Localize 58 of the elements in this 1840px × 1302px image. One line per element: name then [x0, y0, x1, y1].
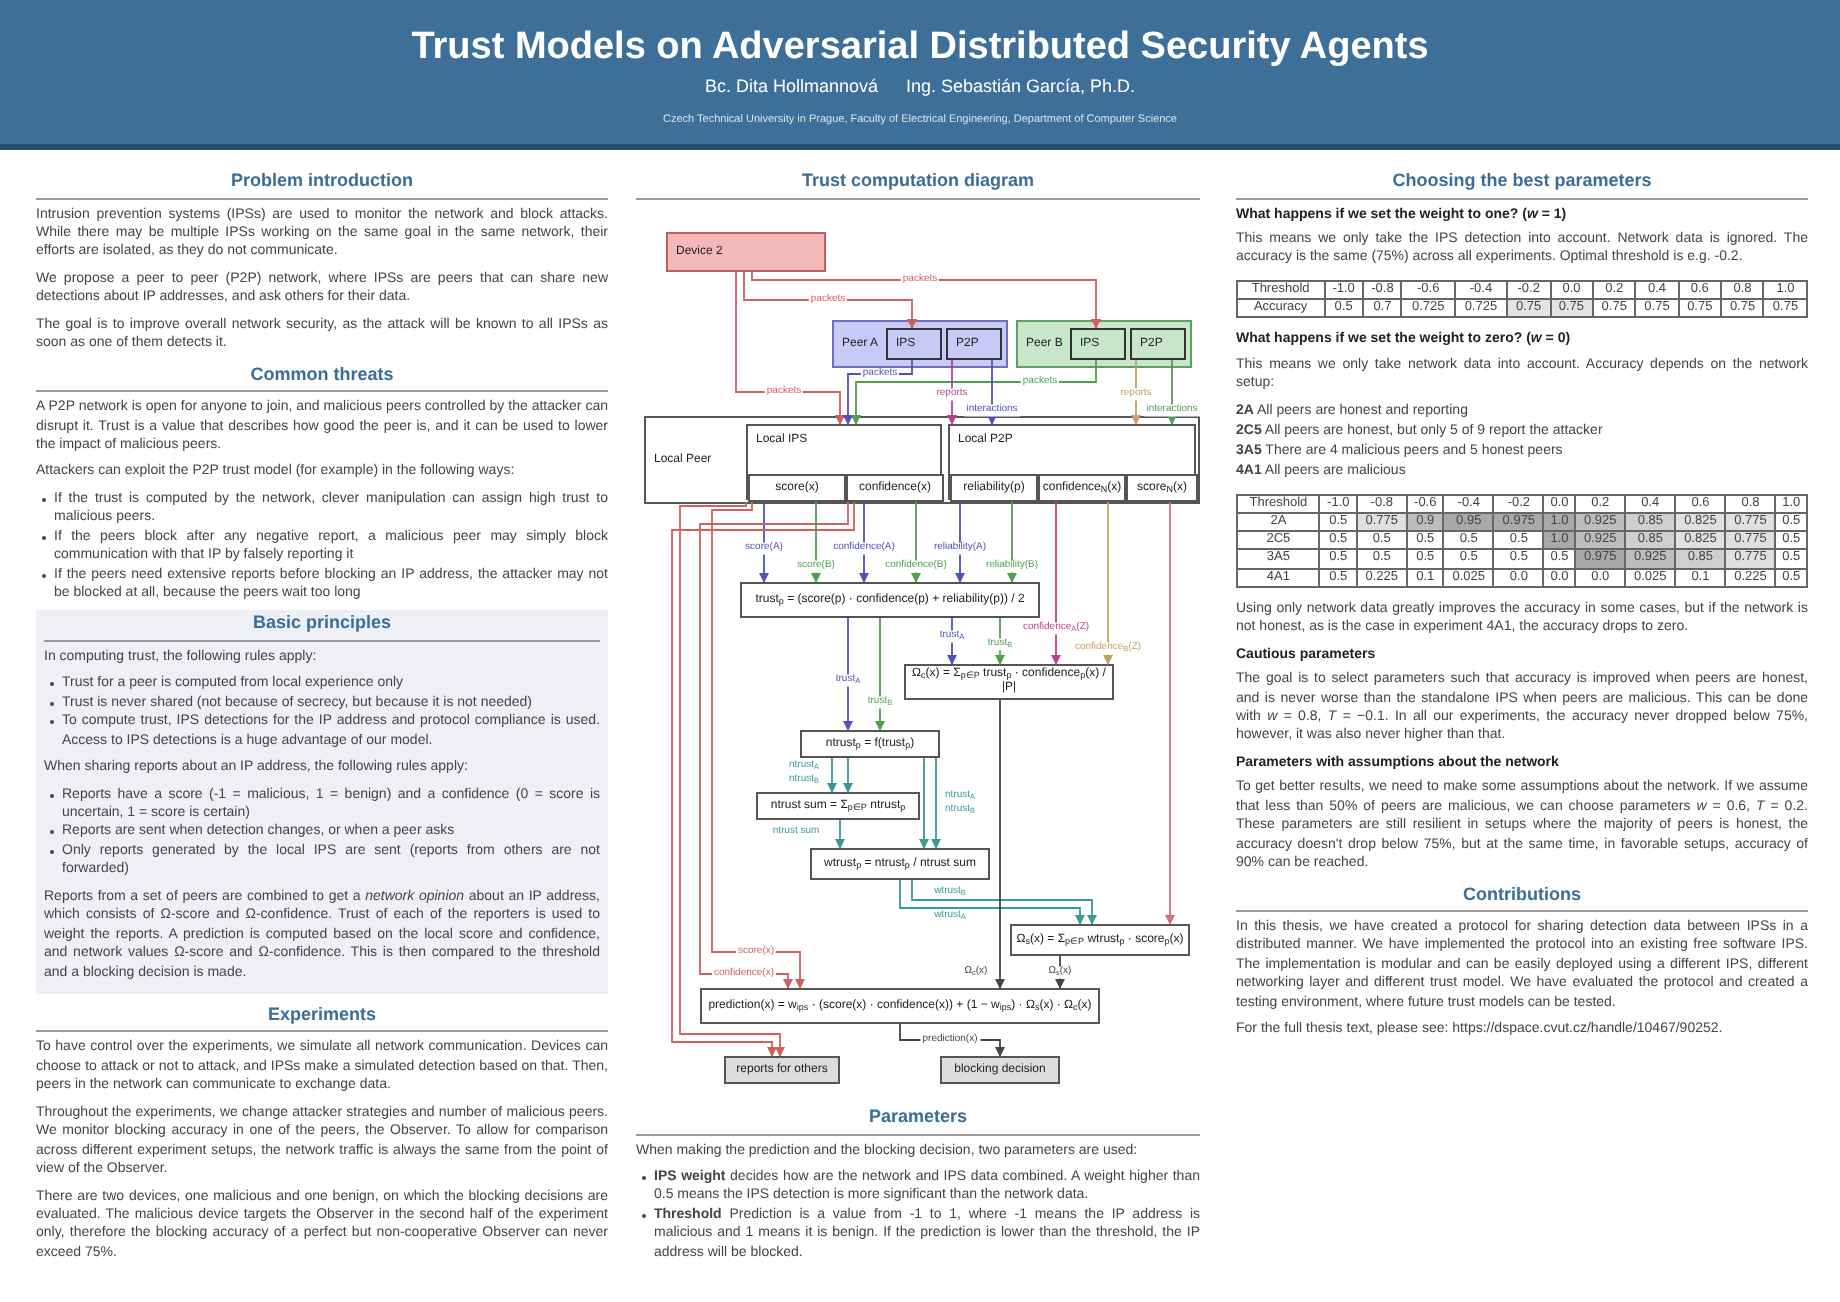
arrow — [851, 359, 1097, 425]
output-box — [724, 1056, 840, 1084]
arrow — [911, 501, 921, 583]
arrow — [699, 501, 849, 989]
module-box — [886, 328, 942, 360]
arrow — [919, 757, 929, 849]
arrow — [711, 501, 805, 989]
section-heading: Choosing the best parameters — [1236, 168, 1808, 199]
arrow — [1165, 501, 1175, 925]
section-heading: Trust computation diagram — [636, 168, 1200, 199]
arrow — [811, 501, 821, 583]
section-heading: Experiments — [36, 1001, 608, 1033]
arrow — [931, 757, 941, 849]
author-name: Bc. Dita Hollmannová — [704, 74, 878, 100]
formula-box — [1126, 474, 1198, 502]
arrow — [843, 617, 853, 731]
formula-box — [700, 988, 1100, 1024]
peer-box — [1016, 320, 1192, 368]
arrow — [671, 501, 855, 1057]
section-heading: Contributions — [1236, 881, 1808, 912]
module-box — [1130, 328, 1186, 360]
arrow — [835, 819, 845, 849]
peer-box — [832, 320, 1008, 368]
arrow — [947, 359, 957, 425]
formula-box — [1010, 924, 1190, 956]
arrow — [827, 757, 837, 793]
section-heading: Common threats — [36, 361, 608, 393]
module-box — [1070, 328, 1126, 360]
poster-title: Trust Models on Adversarial Distributed Security Agents — [409, 24, 1431, 72]
module-box — [746, 424, 942, 500]
module-box — [946, 328, 1002, 360]
arrow — [843, 757, 853, 793]
arrow — [1051, 501, 1061, 665]
formula-box — [1038, 474, 1126, 502]
section-heading: Basic principles — [44, 610, 600, 642]
arrow — [1131, 359, 1141, 425]
arrow — [1103, 501, 1113, 665]
peer-box — [644, 416, 1200, 504]
formula-box — [748, 474, 846, 502]
formula-box — [904, 664, 1114, 700]
arrow — [679, 501, 785, 1057]
formula-box — [800, 730, 940, 758]
arrow — [875, 617, 885, 731]
arrow — [995, 699, 1005, 989]
arrow — [751, 271, 1101, 329]
formula-box — [846, 474, 944, 502]
output-box — [940, 1056, 1060, 1084]
device-box — [666, 232, 826, 272]
formula-box — [950, 474, 1038, 502]
module-box — [948, 424, 1196, 500]
arrow — [859, 501, 869, 583]
author-name: Ing. Sebastián García, Ph.D. — [905, 74, 1136, 100]
section-heading: Parameters — [636, 1104, 1200, 1135]
section-heading: Problem introduction — [36, 168, 608, 199]
formula-box — [810, 848, 990, 880]
arrow — [759, 501, 769, 583]
formula-box — [756, 792, 920, 820]
formula-box — [740, 582, 1040, 618]
